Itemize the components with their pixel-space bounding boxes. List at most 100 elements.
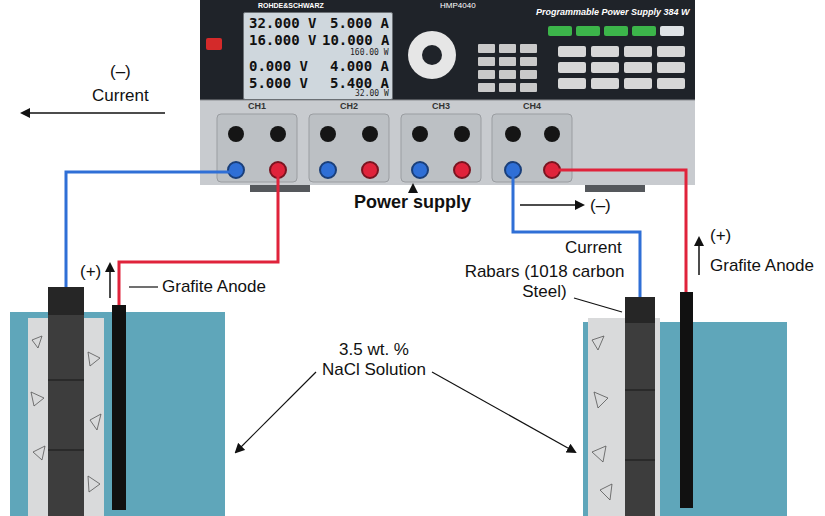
supply-top-panel: [200, 0, 695, 100]
aggregate: [32, 336, 42, 348]
rebar-rib: [48, 449, 84, 451]
sense-terminal: [270, 126, 286, 142]
sense-terminal: [228, 126, 244, 142]
aggregate: [88, 476, 100, 492]
key: [478, 70, 495, 79]
positive-terminal: [362, 162, 378, 178]
aggregate: [88, 352, 100, 366]
key: [499, 83, 516, 92]
leader-line: [432, 372, 575, 452]
voltage-reading: 5.000 V: [249, 76, 308, 90]
negative-terminal: [412, 162, 428, 178]
aggregate: [600, 484, 612, 500]
function-key: [624, 62, 652, 73]
function-key: [591, 78, 619, 89]
leader-line: [129, 286, 158, 287]
voltage-reading: 0.000 V: [249, 59, 308, 73]
negative-terminal: [320, 162, 336, 178]
power-reading: 160.00 W: [350, 49, 389, 57]
channel-button: [632, 26, 656, 36]
nav-wheel: [408, 31, 456, 79]
sense-terminal: [454, 126, 470, 142]
polarity-sign: (+): [710, 226, 731, 246]
function-key: [558, 78, 586, 89]
current-arrow: [109, 264, 111, 298]
current-label: Current: [565, 238, 622, 258]
key: [520, 70, 537, 79]
key: [499, 70, 516, 79]
key: [499, 57, 516, 66]
aggregate: [31, 392, 44, 406]
channel-frame: [309, 114, 389, 182]
graphite-anode: [680, 292, 693, 508]
negative-wire: [66, 172, 236, 287]
graphite-anode: [112, 305, 126, 510]
polarity-sign: (–): [590, 196, 611, 216]
rebar-rib: [48, 379, 84, 381]
function-key: [657, 78, 685, 89]
channel-label: CH4: [523, 102, 541, 111]
rebar: [625, 297, 655, 516]
polarity-sign: (+): [80, 262, 101, 282]
sense-terminal: [505, 126, 521, 142]
aggregate: [33, 446, 45, 460]
key: [520, 83, 537, 92]
supply-terminal-panel: [200, 100, 695, 185]
part-label: Rabars (1018 carbon Steel): [462, 262, 627, 302]
leader-line: [574, 298, 622, 312]
key: [520, 57, 537, 66]
sense-terminal: [412, 126, 428, 142]
channel-frame: [401, 114, 481, 182]
part-label: Grafite Anode: [710, 256, 814, 276]
current-arrow: [698, 238, 700, 275]
positive-terminal: [454, 162, 470, 178]
display-screen: 32.000 V 5.000 A 16.000 V 10.000 A 160.00 W 0…: [243, 12, 393, 100]
positive-wire: [119, 172, 278, 305]
channel-label: CH1: [248, 102, 266, 111]
function-key: [591, 46, 619, 57]
function-key: [624, 46, 652, 57]
power-reading: 32.00 W: [355, 90, 389, 98]
function-key: [558, 46, 586, 57]
pointer-arrow: [412, 185, 413, 191]
channel-button: [604, 26, 628, 36]
power-button: [206, 38, 222, 50]
brand-name: ROHDE&SCHWARZ: [258, 2, 324, 9]
current-reading: 5.000 A: [330, 16, 389, 30]
rebar-cap: [48, 287, 84, 315]
current-reading: 5.400 A: [330, 76, 389, 90]
rebar-rib: [625, 459, 655, 461]
part-label: Grafite Anode: [162, 277, 266, 297]
rebar-rib: [625, 389, 655, 391]
rebar: [48, 287, 84, 516]
current-reading: 4.000 A: [330, 59, 389, 73]
power-supply: ROHDE&SCHWARZHMP4040Programmable Power S…: [200, 0, 695, 185]
sense-terminal: [320, 126, 336, 142]
voltage-reading: 16.000 V: [249, 33, 316, 47]
channel-label: CH3: [432, 102, 450, 111]
aggregate: [90, 414, 101, 430]
aggregate: [592, 446, 606, 462]
negative-terminal: [228, 162, 244, 178]
supply-foot: [585, 185, 645, 192]
current-arrow: [22, 112, 165, 114]
current-arrow: [520, 204, 583, 206]
channel-frame: [492, 114, 572, 182]
aggregate: [592, 336, 604, 350]
aggregate: [594, 392, 608, 408]
function-key: [591, 62, 619, 73]
model-name: HMP4040: [440, 2, 476, 10]
current-reading: 10.000 A: [322, 33, 389, 47]
part-label: 3.5 wt. % NaCl Solution: [320, 340, 428, 380]
key: [478, 83, 495, 92]
channel-button: [548, 26, 572, 36]
supply-foot: [250, 185, 310, 192]
leader-line: [236, 372, 316, 452]
part-label: Power supply: [354, 192, 471, 213]
key: [478, 57, 495, 66]
menu-button: [660, 26, 684, 36]
sense-terminal: [362, 126, 378, 142]
voltage-reading: 32.000 V: [249, 16, 316, 30]
sense-terminal: [544, 126, 560, 142]
